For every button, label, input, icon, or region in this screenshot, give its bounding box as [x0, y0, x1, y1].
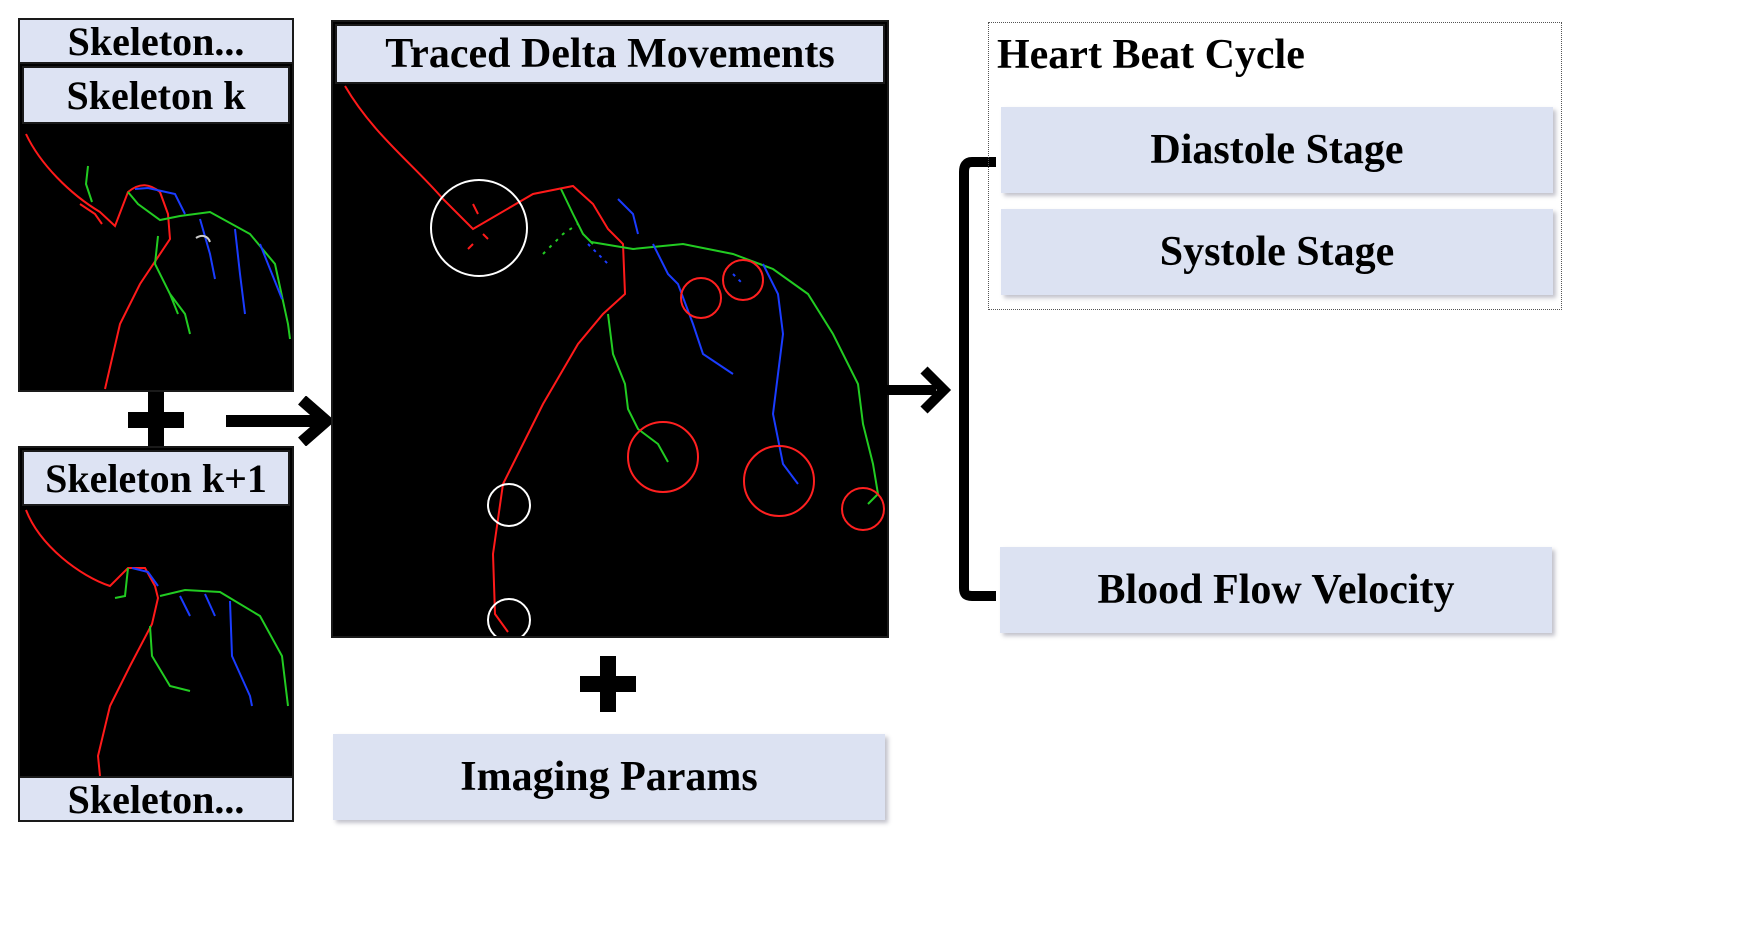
vessel-blue-dots [587, 243, 744, 285]
vessel-red-branch [79, 203, 103, 225]
vessel-red [25, 509, 160, 776]
diastole-stage-text: Diastole Stage [1150, 127, 1404, 173]
vessel-blue [617, 198, 799, 485]
systole-stage-box: Systole Stage [1001, 209, 1553, 295]
blood-flow-velocity-box: Blood Flow Velocity [1000, 547, 1552, 633]
skeleton-k1-label: Skeleton k+1 [22, 450, 290, 506]
vessel-red [25, 133, 172, 390]
heart-beat-title-text: Heart Beat Cycle [997, 32, 1305, 78]
vessel-green [560, 188, 880, 505]
skeleton-top-label: Skeleton... [18, 18, 294, 64]
heart-beat-group: Heart Beat Cycle Diastole Stage Systole … [988, 22, 1562, 310]
highlight-circle-white [487, 483, 531, 527]
traced-delta-title-text: Traced Delta Movements [385, 31, 835, 77]
highlight-circle-red [680, 277, 722, 319]
traced-delta-title: Traced Delta Movements [335, 24, 885, 84]
vessel-blue [134, 186, 283, 315]
imaging-params-box: Imaging Params [333, 734, 885, 820]
skeleton-k1-panel: Skeleton k+1 [18, 446, 294, 820]
heart-beat-title: Heart Beat Cycle [997, 31, 1305, 79]
vessel-red [344, 85, 627, 633]
vessel-red-dots [467, 203, 489, 250]
vessel-green-branch [607, 313, 669, 463]
highlight-circle-red [627, 421, 699, 493]
skeleton-k-label-text: Skeleton k [66, 72, 246, 118]
bracket-icon [884, 150, 1004, 610]
plus-icon [128, 392, 184, 448]
vessel-green [84, 165, 291, 340]
skeleton-k1-label-text: Skeleton k+1 [45, 455, 267, 501]
vessel-green-branch [149, 625, 191, 692]
highlight-circle-red [841, 487, 885, 531]
vessel-green-branch [153, 235, 191, 335]
skeleton-k-image [25, 133, 291, 390]
plus-icon [580, 656, 636, 712]
arrow-right-icon [222, 396, 334, 446]
diastole-stage-box: Diastole Stage [1001, 107, 1553, 193]
blood-flow-velocity-text: Blood Flow Velocity [1097, 567, 1455, 613]
skeleton-k-panel: Skeleton k [18, 62, 294, 392]
skeleton-bottom-label: Skeleton... [18, 776, 294, 822]
vessel-green-dots [542, 223, 579, 255]
skeleton-bottom-label-text: Skeleton... [67, 776, 245, 822]
vessel-white-mark [195, 234, 211, 243]
skeleton-top-label-text: Skeleton... [67, 18, 245, 64]
imaging-params-text: Imaging Params [460, 754, 758, 800]
traced-delta-panel: Traced Delta Movements [331, 20, 889, 638]
highlight-circle-white [430, 179, 528, 277]
vessel-green [114, 567, 289, 707]
vessel-blue [131, 567, 253, 707]
highlight-circle-red [743, 445, 815, 517]
skeleton-k-label: Skeleton k [22, 66, 290, 124]
skeleton-k1-image [25, 509, 289, 776]
highlight-circle-red [722, 259, 764, 301]
traced-delta-image [344, 85, 885, 636]
systole-stage-text: Systole Stage [1159, 229, 1395, 275]
highlight-circle-white [487, 598, 531, 636]
